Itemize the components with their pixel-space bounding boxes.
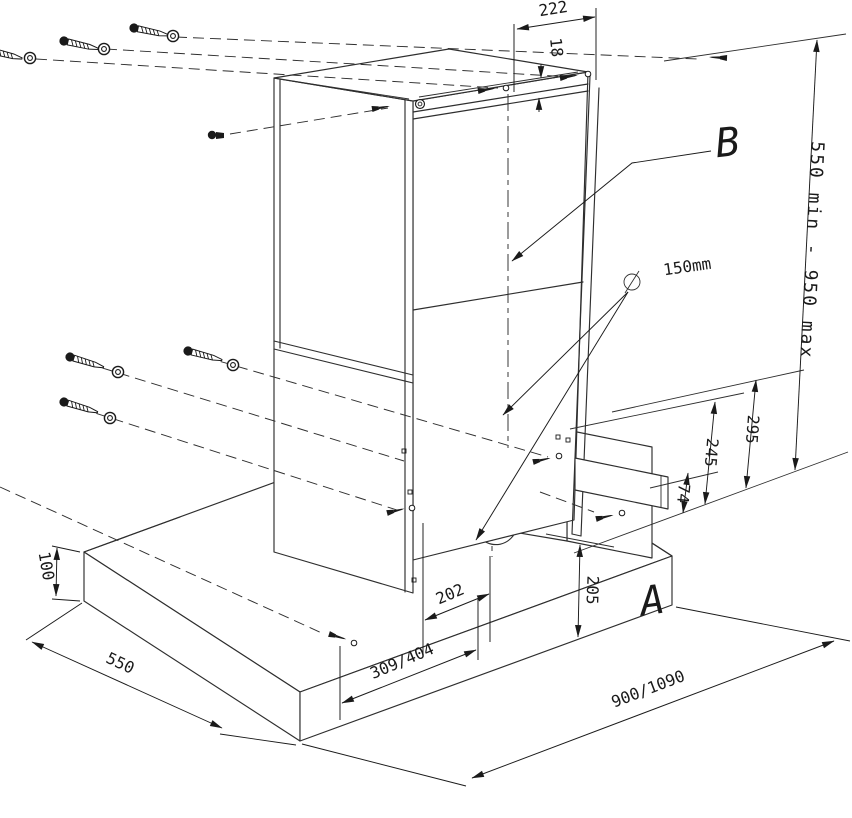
dim-550-label: 550 <box>103 648 137 677</box>
dim-range-label: 550 min - 950 max <box>795 141 827 360</box>
top-mounting-rail <box>412 83 589 120</box>
dim-74: 74 <box>673 472 694 514</box>
diameter-symbol-icon <box>623 270 641 294</box>
mounting-hole-icon <box>555 452 563 460</box>
chimney-left-face <box>273 77 414 594</box>
washer-icon <box>226 358 240 372</box>
dim-900-1090-label: 900/1090 <box>609 666 688 711</box>
dim-900-1090: 900/1090 <box>471 640 835 779</box>
screw-icon <box>708 54 728 61</box>
mounting-hole-icon <box>502 84 510 92</box>
screw-icon <box>57 395 100 418</box>
washer-icon <box>414 98 426 110</box>
chimney-right-face <box>412 71 589 561</box>
washer-icon <box>97 42 111 56</box>
chimney <box>273 48 600 594</box>
mounting-hole-icon <box>350 639 358 647</box>
telescopic-joint <box>273 281 584 384</box>
callout-b: B <box>511 119 742 262</box>
dim-222-label: 222 <box>537 0 569 20</box>
dim-205: 205 <box>575 544 602 638</box>
washer-icon <box>111 365 125 379</box>
screw-icon <box>0 43 24 64</box>
dim-74-label: 74 <box>673 483 694 504</box>
dim-295-label: 295 <box>742 414 763 444</box>
dim-295: 295 <box>742 379 763 489</box>
mounting-hole-icon <box>584 70 592 78</box>
wall-bracket-lower <box>574 457 669 510</box>
washer-icon <box>103 411 117 425</box>
screw-icon <box>128 22 170 41</box>
dim-222: 222 <box>516 0 596 31</box>
mounting-hole-icon <box>408 504 416 512</box>
washer-icon <box>23 51 37 65</box>
dim-245-label: 245 <box>701 437 722 467</box>
dim-18-label: 18 <box>546 37 567 58</box>
dim-100: 100 <box>35 547 61 597</box>
dim-100-label: 100 <box>35 550 59 582</box>
section-b-label: B <box>713 119 742 167</box>
mounting-hole-icon <box>618 509 626 517</box>
screw-icon <box>57 34 100 54</box>
dim-18: 18 <box>535 37 567 112</box>
screw-icon <box>207 130 224 140</box>
assembly-axes <box>0 36 699 635</box>
dim-205-label: 205 <box>582 575 602 605</box>
callouts: B A 150mm <box>475 119 742 626</box>
dim-telescopic-range: 550 min - 950 max <box>792 39 828 471</box>
washer-icon <box>166 29 180 43</box>
fasteners <box>0 22 728 647</box>
screw-icon <box>63 350 106 373</box>
screw-icon <box>181 344 224 366</box>
diameter-value-label: 150mm <box>662 254 712 280</box>
dim-245: 245 <box>701 401 722 505</box>
